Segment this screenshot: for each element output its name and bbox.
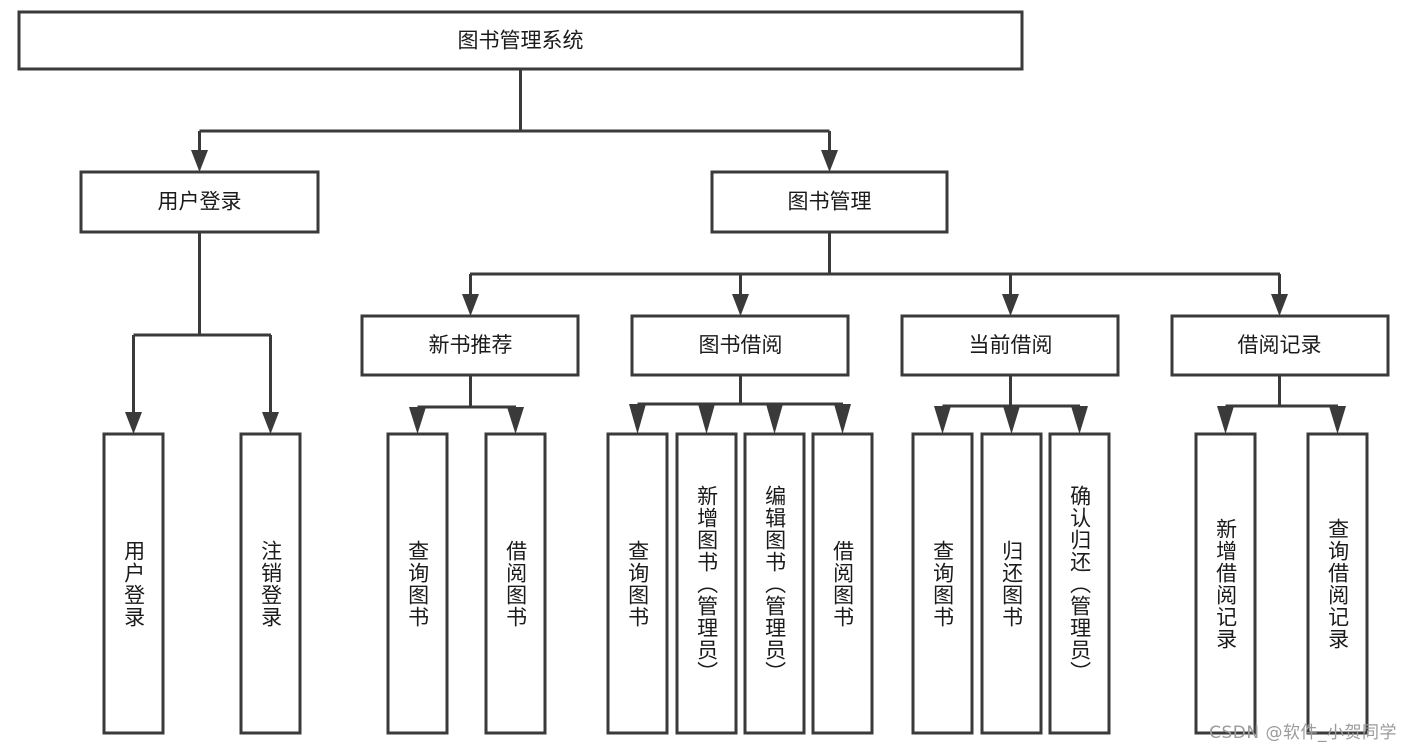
node-new-book-recommend-label: 新书推荐: [429, 333, 513, 357]
node-book-borrow-label: 图书借阅: [699, 333, 783, 357]
arrow-head-record-leaf1: [1217, 406, 1234, 434]
arrow-head-newbook-leaf1: [409, 407, 426, 434]
leaf-box-borrow-book-1[interactable]: [484, 432, 547, 735]
leaf-box-add-borrow-record[interactable]: [1194, 432, 1257, 735]
leaf-box-add-book-admin[interactable]: [675, 432, 738, 735]
leaf-box-query-book-3[interactable]: [911, 432, 974, 735]
leaf-box-query-borrow-record[interactable]: [1306, 432, 1369, 735]
leaf-box-user-login[interactable]: [102, 432, 165, 735]
nodes-layer: 图书管理系统 用户登录 图书管理 新书推荐 图书借阅 当前: [17, 10, 1390, 735]
node-user-login-box[interactable]: [79, 170, 320, 234]
node-current-borrow[interactable]: 当前借阅: [900, 314, 1120, 377]
arrow-head-current-leaf1: [934, 406, 951, 434]
node-user-login-label: 用户登录: [158, 190, 242, 214]
arrow-head-record-leaf2: [1329, 406, 1346, 434]
connectors-layer: [125, 69, 1346, 434]
leaf-box-query-book-2[interactable]: [606, 432, 669, 735]
arrow-head-borrow-leaf3: [766, 404, 783, 434]
node-current-borrow-label: 当前借阅: [969, 333, 1053, 357]
arrow-head-book-mgmt: [821, 150, 838, 172]
arrow-head-current-leaf3: [1071, 406, 1088, 434]
arrow-head-newbook: [462, 294, 479, 316]
node-borrow-record-label: 借阅记录: [1238, 333, 1322, 357]
node-current-borrow-box[interactable]: [900, 314, 1120, 377]
arrow-head-newbook-leaf2: [507, 407, 524, 434]
leaf-box-edit-book-admin[interactable]: [743, 432, 806, 735]
leaf-box-logout[interactable]: [239, 432, 302, 735]
leaf-box-query-book-1[interactable]: [386, 432, 449, 735]
leaf-box-confirm-return-admin[interactable]: [1048, 432, 1111, 735]
node-borrow-record-box[interactable]: [1170, 314, 1390, 377]
node-book-borrow[interactable]: 图书借阅: [630, 314, 850, 377]
leaf-box-borrow-book-2[interactable]: [811, 432, 874, 735]
arrow-head-borrow-leaf1: [629, 404, 646, 434]
arrow-head-leaf-logout: [262, 412, 279, 434]
arrow-head-leaf-user-login: [125, 412, 142, 434]
arrow-head-borrow: [732, 294, 749, 316]
node-book-borrow-box[interactable]: [630, 314, 850, 377]
arrow-head-borrow-leaf2: [698, 404, 715, 434]
node-new-book-recommend-box[interactable]: [360, 314, 580, 377]
node-borrow-record[interactable]: 借阅记录: [1170, 314, 1390, 377]
node-root-box[interactable]: [17, 10, 1024, 71]
arrow-head-current: [1002, 294, 1019, 316]
node-root-label: 图书管理系统: [458, 29, 584, 53]
node-root[interactable]: 图书管理系统: [17, 10, 1024, 71]
node-book-management-label: 图书管理: [788, 190, 872, 214]
node-book-management[interactable]: 图书管理: [710, 170, 949, 234]
node-user-login[interactable]: 用户登录: [79, 170, 320, 234]
arrow-head-borrow-leaf4: [834, 404, 851, 434]
csdn-watermark: CSDN @软件_小贺同学: [1209, 723, 1397, 743]
arrow-head-user-login: [191, 150, 208, 172]
node-book-management-box[interactable]: [710, 170, 949, 234]
arrow-head-current-leaf2: [1003, 406, 1020, 434]
leaf-box-return-book[interactable]: [980, 432, 1043, 735]
node-new-book-recommend[interactable]: 新书推荐: [360, 314, 580, 377]
arrow-head-record: [1271, 294, 1288, 316]
